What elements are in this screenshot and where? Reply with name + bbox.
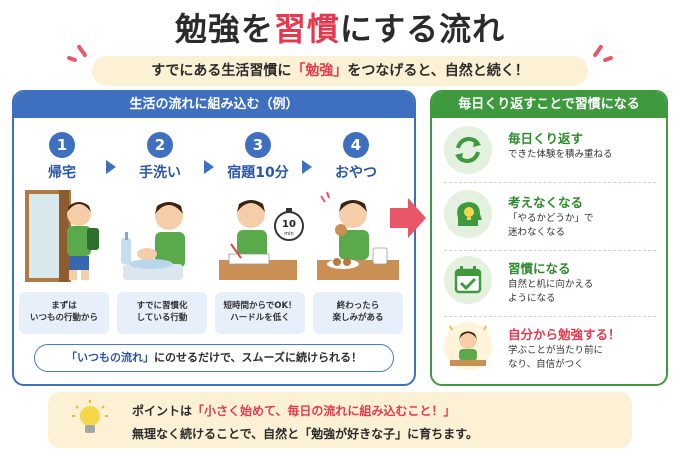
habit-item-self-study: 自分から勉強する！ 学ぶことが当たり前になり、自信がつく <box>444 320 666 380</box>
habit-item-become-habit: 習慣になる 自然と机に向かえるようになる <box>444 254 666 314</box>
habit-desc: 学ぶことが当たり前になり、自信がつく <box>508 345 604 371</box>
calendar-check-icon <box>444 256 492 304</box>
step-3: 3 宿題10分 <box>210 132 306 182</box>
habit-title: 考えなくなる <box>508 195 584 210</box>
step-1: 1 帰宅 <box>14 132 110 182</box>
step-arrow-icon <box>302 160 312 174</box>
habit-desc: 自然と机に向かえるようになる <box>508 279 594 305</box>
habit-title: 習慣になる <box>508 261 571 276</box>
timer-unit: min <box>284 231 293 237</box>
child-doing-homework-illustration: 10 min <box>219 200 304 280</box>
habit-title: 毎日くり返す <box>508 131 584 146</box>
divider <box>444 182 656 183</box>
divider <box>444 316 656 317</box>
step-label: 帰宅 <box>48 165 76 181</box>
divider <box>444 250 656 251</box>
habit-title: 自分から勉強する！ <box>508 327 621 342</box>
step-number: 3 <box>245 132 271 158</box>
step-arrow-icon <box>204 160 214 174</box>
point-line-1: ポイントは「小さく始めて、毎日の流れに組み込むこと！」 <box>132 404 456 418</box>
child-washing-hands-illustration <box>121 202 185 280</box>
step-number: 4 <box>343 132 369 158</box>
step-caption: すでに習慣化している行動 <box>117 292 207 334</box>
habit-header: 毎日くり返すことで習慣になる <box>432 92 666 118</box>
step-caption: 終わったら楽しみがある <box>313 292 403 334</box>
step-number: 1 <box>49 132 75 158</box>
flow-summary: 「いつもの流れ」にのせるだけで、スムーズに続けられる！ <box>34 344 394 372</box>
step-caption: まずはいつもの行動から <box>19 292 109 334</box>
studying-child-icon <box>444 322 492 370</box>
step-number: 2 <box>147 132 173 158</box>
life-flow-panel: 生活の流れに組み込む（例） 1 帰宅 2 手洗い 3 宿題10分 4 おやつ <box>12 90 416 386</box>
step-4: 4 おやつ <box>308 132 404 182</box>
point-footer: ポイントは「小さく始めて、毎日の流れに組み込むこと！」 無理なく続けることで、自… <box>48 392 632 448</box>
life-flow-header: 生活の流れに組み込む（例） <box>14 92 414 118</box>
habit-item-automatic: 考えなくなる 「やるかどうか」で迷わなくなる <box>444 188 666 248</box>
right-arrow-icon <box>390 198 426 238</box>
lightbulb-icon <box>72 400 108 433</box>
step-label: おやつ <box>335 165 377 181</box>
child-coming-home-illustration <box>25 190 99 282</box>
step-arrow-icon <box>106 160 116 174</box>
page-title: 勉強を習慣にする流れ <box>174 10 506 48</box>
habit-panel: 毎日くり返すことで習慣になる 毎日くり返す できた体験を積み重ねる 考えなくなる… <box>430 90 668 386</box>
step-label: 宿題10分 <box>227 165 289 181</box>
head-lightbulb-icon <box>444 190 492 238</box>
step-2: 2 手洗い <box>112 132 208 182</box>
habit-desc: 「やるかどうか」で迷わなくなる <box>508 213 594 239</box>
subtitle-banner: すでにある生活習慣に「勉強」をつなげると、自然と続く！ <box>92 56 588 86</box>
habit-item-repeat: 毎日くり返す できた体験を積み重ねる <box>444 124 666 184</box>
cycle-arrows-icon <box>444 126 492 174</box>
sparkle-mark-right-2 <box>602 55 614 63</box>
sparkle-mark-left-2 <box>66 55 78 63</box>
habit-desc: できた体験を積み重ねる <box>508 149 613 160</box>
step-caption: 短時間からでOK！ハードルを低く <box>215 292 305 334</box>
step-label: 手洗い <box>139 165 181 181</box>
child-eating-snack-illustration <box>317 191 399 280</box>
timer-value: 10 <box>282 219 296 230</box>
point-line-2: 無理なく続けることで、自然と「勉強が好きな子」に育ちます。 <box>132 427 478 441</box>
